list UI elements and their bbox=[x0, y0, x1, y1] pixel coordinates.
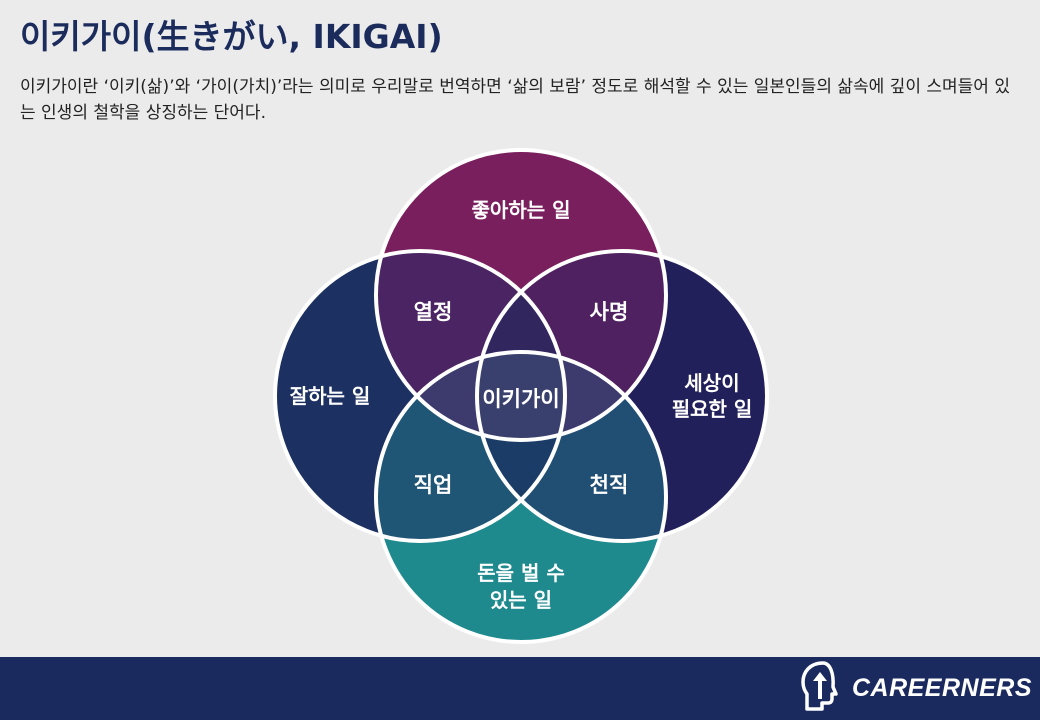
label-passion: 열정 bbox=[414, 300, 453, 324]
head-arrow-icon bbox=[800, 659, 846, 717]
footer-bar: CAREERNERS bbox=[0, 657, 1040, 720]
label-right-circle-line1: 세상이 bbox=[684, 371, 739, 395]
label-right-circle-line2: 필요한 일 bbox=[672, 397, 753, 421]
label-left-circle: 잘하는 일 bbox=[290, 384, 371, 408]
label-vocation: 천직 bbox=[590, 473, 629, 497]
page-title: 이키가이(生きがい, IKIGAI) bbox=[20, 17, 443, 56]
page-description: 이키가이란 ‘이키(삶)’와 ‘가이(가치)’라는 의미로 우리말로 번역하면 … bbox=[20, 77, 1010, 123]
logo-text: CAREERNERS bbox=[851, 673, 1032, 702]
label-ikigai: 이키가이 bbox=[482, 387, 559, 411]
careerners-logo[interactable]: CAREERNERS bbox=[800, 661, 1032, 715]
label-top-circle: 좋아하는 일 bbox=[472, 198, 571, 222]
label-bottom-circle-line2: 있는 일 bbox=[490, 588, 552, 612]
label-mission: 사명 bbox=[590, 300, 629, 324]
label-bottom-circle-line1: 돈을 벌 수 bbox=[477, 561, 565, 585]
label-profession: 직업 bbox=[414, 473, 453, 497]
